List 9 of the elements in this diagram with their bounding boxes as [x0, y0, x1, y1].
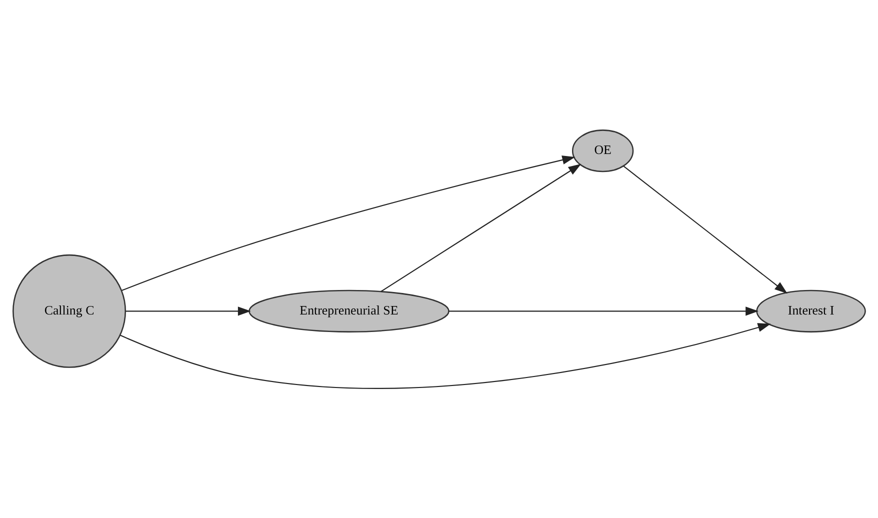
node-ellipse: OE — [572, 129, 634, 172]
arrow — [122, 155, 576, 290]
arrow — [120, 322, 771, 388]
node-circle: Calling C — [12, 254, 126, 368]
arrow — [623, 165, 788, 294]
arrow — [380, 163, 582, 292]
arrow — [126, 306, 251, 316]
node-ellipse: Entrepreneurial SE — [248, 289, 450, 332]
arrow — [448, 306, 759, 316]
